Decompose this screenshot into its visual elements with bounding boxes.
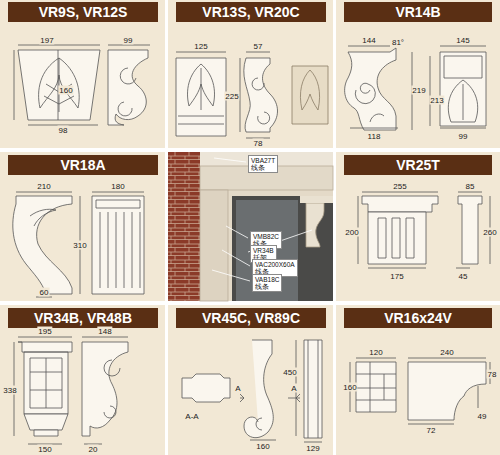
dimension-label: 160 bbox=[342, 383, 357, 392]
product-code: VR14B bbox=[395, 4, 440, 20]
dimension-label: 338 bbox=[2, 386, 17, 395]
dimension-label: 219 bbox=[411, 86, 426, 95]
dimension-label: 98 bbox=[58, 126, 69, 135]
dimension-label: 210 bbox=[36, 182, 51, 191]
dimension-label: 450 bbox=[282, 368, 297, 377]
dimension-label: 20 bbox=[88, 444, 99, 453]
dimension-label: 118 bbox=[367, 132, 382, 141]
callout-label: VAB18C线条 bbox=[252, 274, 282, 292]
product-code: VR16x24V bbox=[384, 310, 452, 326]
dimension-label: 255 bbox=[392, 182, 407, 191]
dimension-label: 213 bbox=[429, 96, 444, 105]
dimension-label: 175 bbox=[389, 272, 404, 281]
product-header: VR16x24V bbox=[344, 308, 492, 328]
dimension-label: 78 bbox=[487, 370, 498, 379]
dimension-label: 195 bbox=[37, 327, 52, 336]
product-code: VR34B, VR48B bbox=[34, 310, 132, 326]
dimension-label: 85 bbox=[465, 182, 476, 191]
dimension-label: 99 bbox=[458, 132, 469, 141]
dimension-label: 57 bbox=[253, 42, 264, 51]
part-type: 线条 bbox=[255, 283, 279, 290]
product-header: VR14B bbox=[344, 2, 492, 22]
product-code: VR45C, VR89C bbox=[202, 310, 300, 326]
dimension-label: 310 bbox=[72, 241, 87, 250]
dimension-label: 180 bbox=[110, 182, 125, 191]
product-header: VR18A bbox=[8, 155, 158, 175]
product-code: VR13S, VR20C bbox=[202, 4, 299, 20]
dimension-label: 225 bbox=[224, 92, 239, 101]
part-code: VR34B bbox=[253, 247, 274, 254]
product-code: VR9S, VR12S bbox=[39, 4, 128, 20]
dimension-label: 81° bbox=[391, 38, 405, 47]
dimension-label: 144 bbox=[361, 36, 376, 45]
product-code: VR25T bbox=[396, 157, 440, 173]
part-type: 线条 bbox=[251, 164, 275, 171]
dimension-label: 45 bbox=[458, 272, 469, 281]
product-header: VR34B, VR48B bbox=[8, 308, 158, 328]
dimension-label: 145 bbox=[455, 36, 470, 45]
dimension-label: 72 bbox=[426, 426, 437, 435]
dimension-label: A bbox=[234, 384, 241, 393]
part-code: VAC200X60A bbox=[255, 261, 295, 268]
dimension-label: 160 bbox=[58, 86, 73, 95]
dimension-label: 150 bbox=[37, 444, 52, 453]
dimension-label: 260 bbox=[482, 228, 497, 237]
dimension-label: 200 bbox=[344, 228, 359, 237]
part-code: VAB18C bbox=[255, 276, 279, 283]
dimension-label: A bbox=[290, 384, 297, 393]
part-code: VMB82C bbox=[253, 233, 279, 240]
product-header: VR25T bbox=[344, 155, 492, 175]
dimension-label: 78 bbox=[253, 139, 264, 148]
dimension-label: 240 bbox=[439, 348, 454, 357]
dimension-label: 148 bbox=[97, 327, 112, 336]
dimension-label: A-A bbox=[184, 412, 199, 421]
dimension-label: 197 bbox=[39, 36, 54, 45]
product-code: VR18A bbox=[60, 157, 105, 173]
callout-label: VBA27T线条 bbox=[248, 155, 278, 173]
dimension-label: 125 bbox=[193, 42, 208, 51]
dimension-label: 99 bbox=[123, 36, 134, 45]
product-header: VR13S, VR20C bbox=[176, 2, 326, 22]
product-header: VR9S, VR12S bbox=[8, 2, 158, 22]
dimension-label: 60 bbox=[39, 288, 50, 297]
dimension-label: 49 bbox=[477, 412, 488, 421]
dimension-label: 129 bbox=[305, 444, 320, 453]
product-header: VR45C, VR89C bbox=[176, 308, 326, 328]
dimension-label: 120 bbox=[368, 348, 383, 357]
dimension-label: 160 bbox=[255, 442, 270, 451]
part-code: VBA27T bbox=[251, 157, 275, 164]
